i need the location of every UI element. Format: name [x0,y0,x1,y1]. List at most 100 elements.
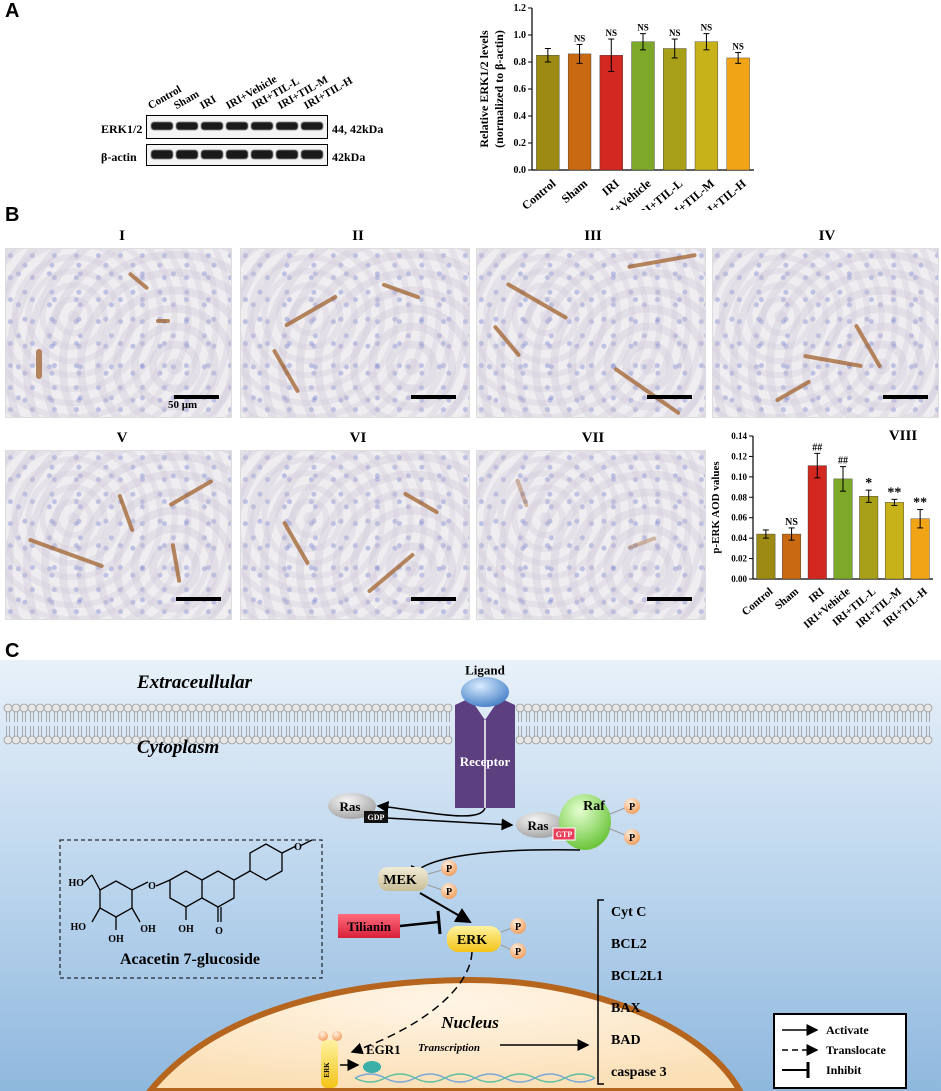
significance-label: NS [606,28,618,38]
actin-band [301,150,323,159]
micrograph-ii [240,248,470,418]
nuclear-phospho-1 [318,1031,328,1041]
significance-label: NS [785,517,798,528]
erk-label: ERK [457,933,487,948]
mek-to-erk-arrow [419,892,472,924]
chem-oh-3: OH [178,924,194,935]
erk-band [226,122,248,130]
blot-erk-band [146,115,328,139]
p-label-5: P [515,922,521,933]
tilianin-label: Tilianin [347,919,392,934]
extracellular-label: Extraceullular [136,672,253,693]
targets-bracket [597,899,604,1085]
y-tick-label: 0.6 [514,84,527,95]
ligand-shape [461,677,509,707]
significance-label: ** [887,485,901,500]
legend-activate-label: Activate [826,1023,869,1037]
legend-inhibit-label: Inhibit [826,1063,861,1077]
micrograph-label-iv: IV [818,228,836,244]
mek-phospho-2 [441,883,457,899]
micrograph-v [5,450,232,620]
receptor: Receptor [455,698,515,808]
erk-band [151,122,173,130]
target-gene-label: BAX [611,1001,641,1016]
bar [663,48,687,171]
erk-band [176,122,198,130]
y-tick-label: 0.02 [731,554,747,564]
chem-oh-2: OH [140,924,156,935]
panel-label-c: C [5,640,20,662]
category-label: Sham [559,176,590,206]
y-tick-label: 0.12 [731,451,747,461]
y-tick-label: 0.0 [514,165,527,176]
y-tick-label: 1.0 [514,30,527,41]
y-tick-label: 0.04 [731,533,747,543]
micrograph-iii [476,248,706,418]
bar [631,41,655,171]
y-axis-label: Relative ERK1/2 levels [477,30,491,148]
cytoplasm-label: Cytoplasm [137,737,219,758]
pathway-diagram: Extraceullular Cytoplasm Receptor Ligand… [0,660,941,1091]
panel-label-a: A [5,0,20,22]
significance-label: ## [812,442,822,453]
actin-band [276,150,298,159]
actin-band [176,150,198,159]
y-tick-label: 0.08 [731,492,747,502]
blot-actin-band [146,144,328,166]
scale-label: 50 μm [168,399,198,411]
bar [782,533,802,580]
cell-membrane [3,703,933,745]
mek [378,867,428,891]
chem-o-1: O [148,881,156,892]
nuclear-erk [321,1040,338,1088]
micrograph-i: 50 μm [5,248,232,418]
blot-actin-size: 42kDa [332,150,366,164]
erk-band [251,122,273,130]
gtp-label: GTP [556,830,573,839]
bar [694,41,719,171]
target-gene-label: BCL2 [611,937,647,952]
actin-band [151,150,173,159]
dna-strand-2 [354,1073,596,1083]
tilianin-inhibit-line [399,920,439,928]
y-tick-label: 0.8 [514,57,527,68]
actin-band [226,150,248,159]
transcription-label: Transcription [418,1042,480,1054]
chem-ho-2: HO [70,922,86,933]
actin-band [201,150,223,159]
p-label-4: P [446,887,452,898]
ras-activation-arrow [385,817,514,831]
blot-erk-size: 44, 42kDa [332,122,384,136]
erk-phospho-2 [510,943,526,959]
p-label-6: P [515,947,521,958]
perk-aod-chart: 0.000.020.040.060.080.100.120.14ControlN… [710,428,933,631]
target-gene-label: Cyt C [611,905,646,920]
significance-label: NS [701,23,713,33]
blot-lane-label: IRI [198,93,219,112]
y-axis-label: p-ERK AOD values [710,461,722,554]
y-tick-label: 0.14 [731,431,747,441]
chart-title: VIII [889,428,918,444]
ligand-label: Ligand [465,663,506,678]
micrograph-label-i: I [119,228,125,244]
significance-label: ** [913,496,927,511]
category-label: Sham [773,586,801,612]
acacetin-structure [83,839,313,930]
significance-label: NS [637,23,649,33]
target-gene-label: caspase 3 [611,1065,667,1080]
erk-band [201,122,223,130]
micrograph-vi [240,450,470,620]
micrograph-iv [712,248,939,418]
significance-label: NS [574,33,586,43]
y-tick-label: 0.06 [731,513,747,523]
mek-label: MEK [383,873,417,888]
micrograph-label-ii: II [352,228,364,244]
micrograph-label-vii: VII [581,430,605,446]
category-label: Control [519,176,559,210]
y-tick-label: 0.10 [731,472,747,482]
legend-box [773,1013,907,1089]
target-gene-label: BAD [611,1033,641,1048]
actin-band [251,150,273,159]
erk-translocate-arrow [350,951,473,1055]
